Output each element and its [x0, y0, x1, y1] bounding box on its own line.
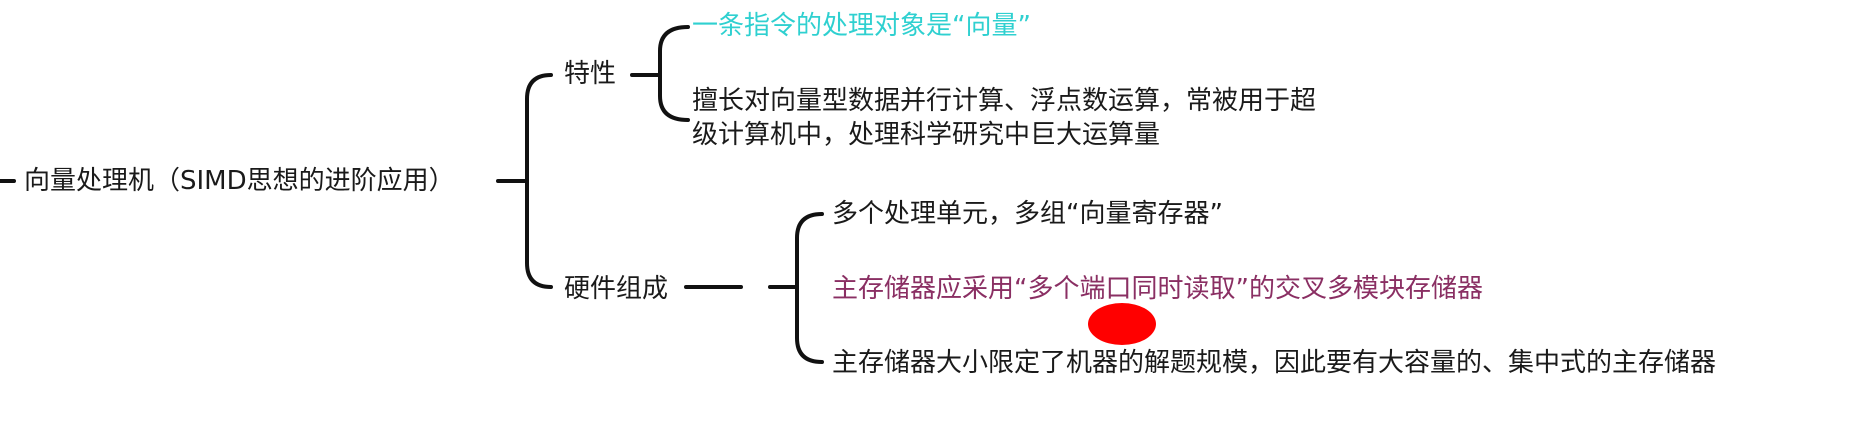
hardware-item-3: 主存储器大小限定了机器的解题规模，因此要有大容量的、集中式的主存储器	[832, 348, 1717, 378]
hardware-item-2: 主存储器应采用“多个端口同时读取”的交叉多模块存储器	[832, 274, 1483, 304]
features-item-1: 一条指令的处理对象是“向量”	[692, 11, 1031, 41]
hardware-bracket	[795, 212, 824, 364]
root-node: 向量处理机（SIMD思想的进阶应用）	[24, 166, 455, 196]
level1-bracket	[525, 73, 553, 289]
hardware-item-1: 多个处理单元，多组“向量寄存器”	[832, 199, 1223, 229]
features-bracket	[658, 25, 690, 122]
features-item-2: 擅长对向量型数据并行计算、浮点数运算，常被用于超级计算机中，处理科学研究中巨大运…	[692, 86, 1317, 150]
red-annotation-mark	[1088, 303, 1156, 345]
branch-hardware: 硬件组成	[564, 274, 669, 304]
branch-features: 特性	[564, 59, 617, 89]
